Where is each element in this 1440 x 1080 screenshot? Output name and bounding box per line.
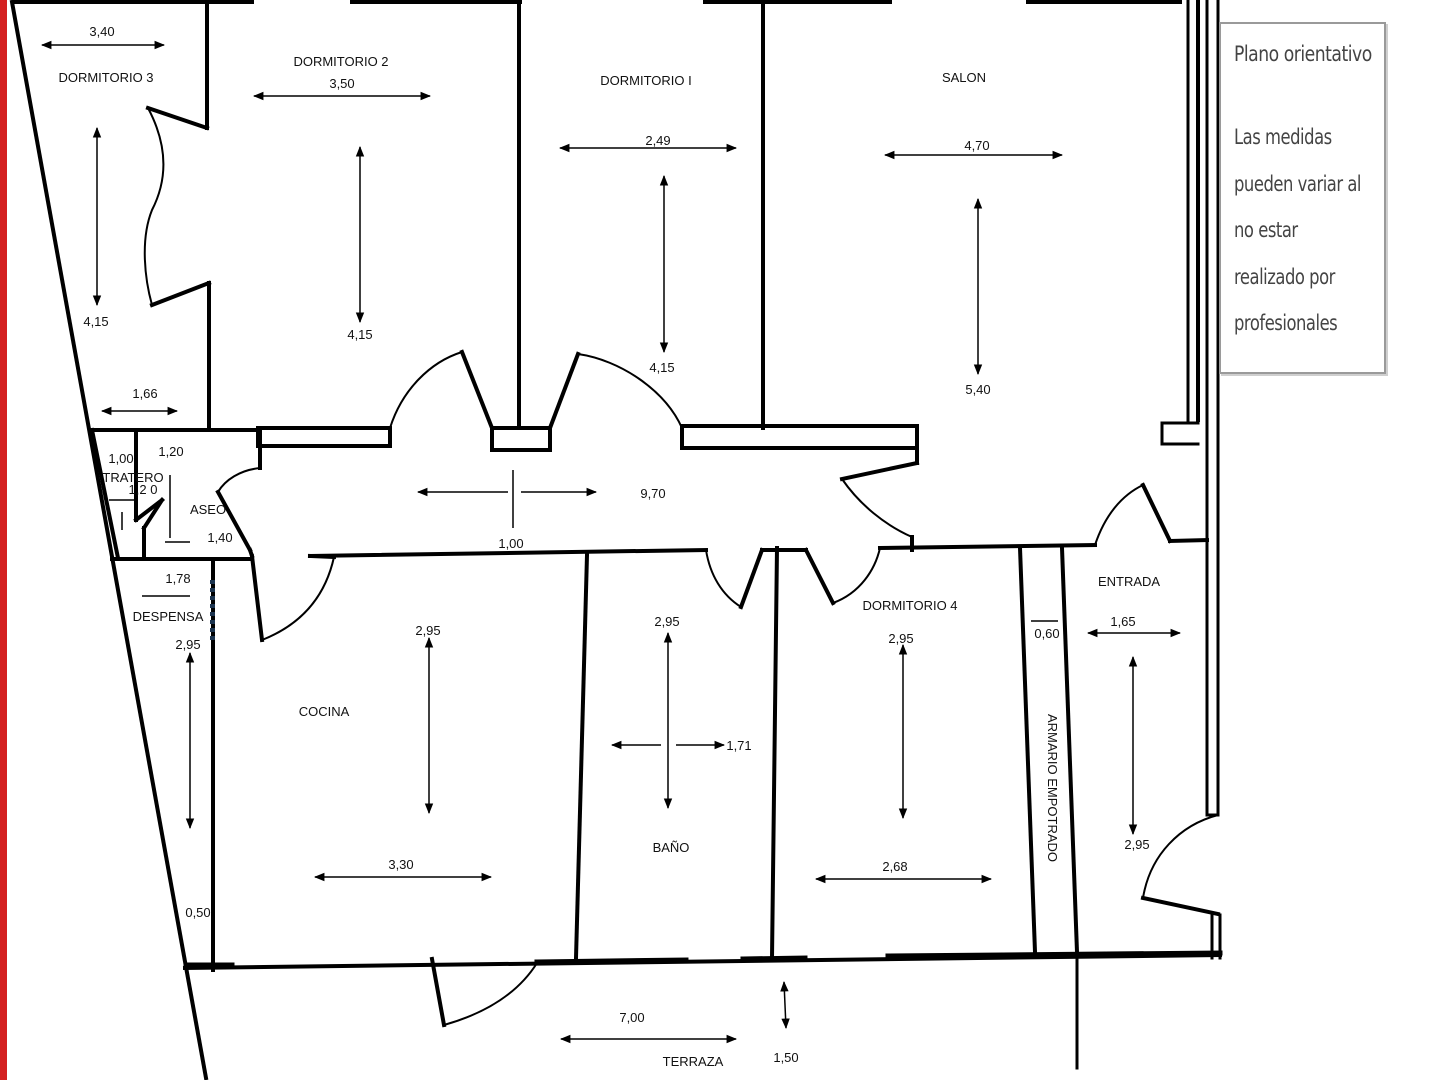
label-bano: BAÑO — [653, 840, 690, 855]
note-line: pueden variar al — [1234, 171, 1362, 196]
label-entrada: ENTRADA — [1098, 574, 1160, 589]
measure-aseo-width: 1,20 — [158, 444, 183, 459]
label-salon: SALON — [942, 70, 986, 85]
disclaimer-note: Plano orientativo Las medidas pueden var… — [1219, 22, 1386, 374]
measure-d3-length: 4,15 — [83, 314, 108, 329]
measure-d4-length: 2,95 — [888, 631, 913, 646]
measure-pasillo-width: 1,00 — [498, 536, 523, 551]
measure-entrada-length: 2,95 — [1124, 837, 1149, 852]
note-line: Las medidas — [1234, 125, 1332, 149]
left-exterior-wall — [9, 0, 209, 1080]
label-dormitorio-4: DORMITORIO 4 — [862, 598, 957, 613]
label-despensa: DESPENSA — [133, 609, 204, 624]
label-dormitorio-2: DORMITORIO 2 — [293, 54, 388, 69]
walls — [9, 0, 1223, 1080]
label-tratero: TRATERO — [102, 470, 163, 485]
measure-tratero-a: 1,00 — [108, 451, 133, 466]
measure-salon-length: 5,40 — [965, 382, 990, 397]
measure-tratero-b: 1,2 0 — [129, 482, 158, 497]
measure-entrada-width: 1,65 — [1110, 614, 1135, 629]
label-terraza: TERRAZA — [663, 1054, 724, 1069]
label-armario-empotrado: ARMARIO EMPOTRADO — [1045, 714, 1060, 862]
measure-d2-length: 4,15 — [347, 327, 372, 342]
label-cocina: COCINA — [299, 704, 350, 719]
measure-d3-bottom: 1,66 — [132, 386, 157, 401]
measure-salon-width: 4,70 — [964, 138, 989, 153]
measure-d4-width: 2,68 — [882, 859, 907, 874]
measure-despensa-length: 2,95 — [175, 637, 200, 652]
measure-labels: 3,40 4,15 1,66 3,50 4,15 2,49 4,15 4,70 … — [83, 24, 1149, 1065]
note-line: no estar — [1234, 218, 1298, 242]
measure-terraza-width: 1,50 — [773, 1050, 798, 1065]
measure-d2-width: 3,50 — [329, 76, 354, 91]
room-labels: DORMITORIO 3 DORMITORIO 2 DORMITORIO I S… — [58, 54, 1160, 1069]
measure-d3-width: 3,40 — [89, 24, 114, 39]
measure-despensa-bottom: 0,50 — [185, 905, 210, 920]
note-line: profesionales — [1234, 311, 1338, 335]
note-body: Las medidas pueden variar al no estar re… — [1234, 114, 1390, 347]
label-dormitorio-1: DORMITORIO I — [600, 73, 691, 88]
measure-d1-width: 2,49 — [645, 133, 670, 148]
dimension-arrows — [40, 40, 1182, 1044]
measure-cocina-length: 2,95 — [415, 623, 440, 638]
measure-armario-width: 0,60 — [1034, 626, 1059, 641]
note-title: Plano orientativo — [1234, 42, 1372, 66]
note-line: realizado por — [1234, 264, 1335, 289]
measure-bano-length: 2,95 — [654, 614, 679, 629]
bottom-wall — [182, 952, 1223, 971]
measure-d1-length: 4,15 — [649, 360, 674, 375]
label-aseo: ASEO — [190, 502, 226, 517]
despensa-door-dots — [210, 580, 215, 640]
measure-aseo-length: 1,40 — [207, 530, 232, 545]
measure-pasillo-length: 9,70 — [640, 486, 665, 501]
label-dormitorio-3: DORMITORIO 3 — [58, 70, 153, 85]
measure-bano-width: 1,71 — [726, 738, 751, 753]
measure-despensa-width: 1,78 — [165, 571, 190, 586]
margin-accent-bar — [0, 0, 7, 1080]
measure-terraza-length: 7,00 — [619, 1010, 644, 1025]
measure-cocina-width: 3,30 — [388, 857, 413, 872]
